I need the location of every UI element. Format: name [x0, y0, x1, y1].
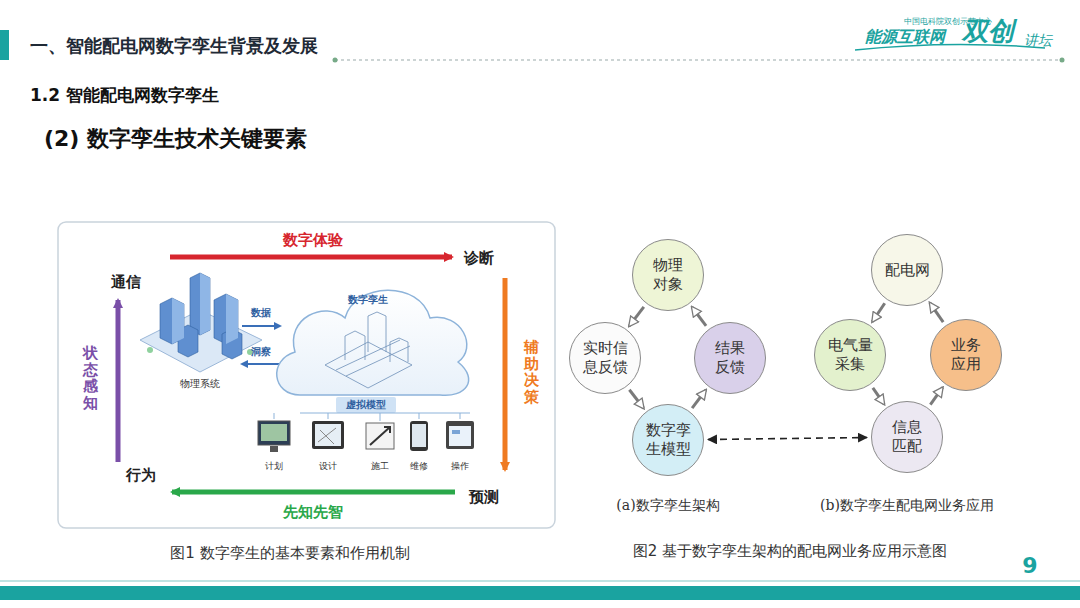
- figure-caption: 图2 基于数字孪生架构的配电网业务应用示意图: [633, 542, 947, 560]
- section-heading: 1.2 智能配电网数字孪生: [30, 85, 219, 105]
- repair-icon: [410, 421, 428, 451]
- insight-arrow: [242, 363, 280, 365]
- icon-leaders: [274, 413, 460, 421]
- flow-arrow: [629, 307, 644, 326]
- circle-node: 信息匹配: [871, 401, 943, 473]
- panel-label: (b)数字孪生配电网业务应用: [820, 497, 994, 514]
- node-text: 实时信息反馈: [583, 339, 628, 377]
- circle-node: 实时信息反馈: [569, 322, 641, 394]
- virtual-model-illustration: [325, 312, 412, 388]
- logo-mark: 双创: [962, 16, 1014, 47]
- stage-label: 预测: [469, 488, 499, 506]
- subsection-heading: (2) 数字孪生技术关键要素: [44, 126, 307, 152]
- flow-arrow: [629, 390, 643, 409]
- sensing-arrow: [116, 300, 121, 462]
- model-band: [336, 397, 396, 413]
- node-text: 业务应用: [951, 336, 981, 374]
- icon-label: 计划: [265, 461, 283, 472]
- icon-label: 设计: [319, 461, 337, 472]
- city-illustration: [140, 273, 262, 372]
- circle-node: 结果反馈: [694, 322, 766, 394]
- logo-text: 讲坛: [1024, 32, 1052, 49]
- slide-title: 一、智能配电网数字孪生背景及发展: [30, 35, 318, 57]
- flow-arrow: [930, 387, 942, 404]
- flow-arrow: [930, 303, 943, 322]
- node-text: 配电网: [885, 261, 930, 280]
- experience-arrow: [170, 255, 452, 260]
- flow-arrow: [872, 303, 884, 322]
- stage-label: 行为: [126, 466, 156, 484]
- build-icon: [366, 423, 394, 449]
- node-text: 信息匹配: [892, 418, 922, 456]
- footer-line: [0, 580, 1080, 582]
- node-text: 物理对象: [653, 256, 683, 294]
- mapping-connector: [708, 438, 867, 440]
- design-icon: [312, 421, 344, 449]
- cloud-label: 数字孪生: [348, 294, 388, 306]
- footer-bar: [0, 586, 1080, 600]
- stage-label: 状态感知: [83, 345, 98, 411]
- stage-label: 辅助决策: [524, 339, 539, 405]
- flow-label: 数据: [251, 307, 271, 319]
- node-text: 数字孪生模型: [646, 421, 691, 459]
- foresight-arrow: [172, 490, 455, 495]
- logo-text: 能源互联网: [865, 27, 945, 46]
- circle-node: 物理对象: [632, 239, 704, 311]
- page-number: 9: [1022, 553, 1037, 579]
- rule-dot: [1060, 58, 1065, 63]
- icon-label: 维修: [410, 461, 428, 472]
- title-tab: [0, 30, 9, 60]
- panel-label: (a)数字孪生架构: [616, 497, 719, 514]
- stage-label: 诊断: [464, 249, 494, 267]
- flow-arrow: [692, 390, 706, 408]
- icon-label: 施工: [371, 461, 389, 472]
- model-label: 虚拟模型: [346, 399, 386, 411]
- flow-label: 洞察: [251, 346, 271, 358]
- icon-label: 操作: [451, 461, 469, 472]
- flow-arrow: [873, 388, 884, 404]
- circle-node: 业务应用: [930, 319, 1002, 391]
- system-label: 物理系统: [180, 378, 220, 390]
- header-rule: [335, 59, 1062, 60]
- node-text: 结果反馈: [715, 339, 745, 377]
- plan-icon: [258, 421, 290, 452]
- circle-node: 配电网: [871, 234, 943, 306]
- circle-node: 数字孪生模型: [632, 404, 704, 476]
- data-arrow: [242, 325, 280, 327]
- stage-label: 数字体验: [283, 231, 343, 249]
- model-bracket: [300, 413, 470, 414]
- figure-caption: 图1 数字孪生的基本要素和作用机制: [170, 544, 409, 562]
- rule-dot: [333, 58, 338, 63]
- circle-node: 电气量采集: [814, 319, 886, 391]
- node-text: 电气量采集: [828, 336, 873, 374]
- twin-cloud: [277, 290, 469, 395]
- operate-icon: [446, 421, 474, 449]
- figure-frame: [58, 222, 555, 528]
- decision-arrow: [503, 278, 508, 470]
- stage-label: 先知先智: [283, 503, 343, 521]
- flow-arrow: [692, 307, 706, 326]
- stage-label: 通信: [111, 273, 141, 291]
